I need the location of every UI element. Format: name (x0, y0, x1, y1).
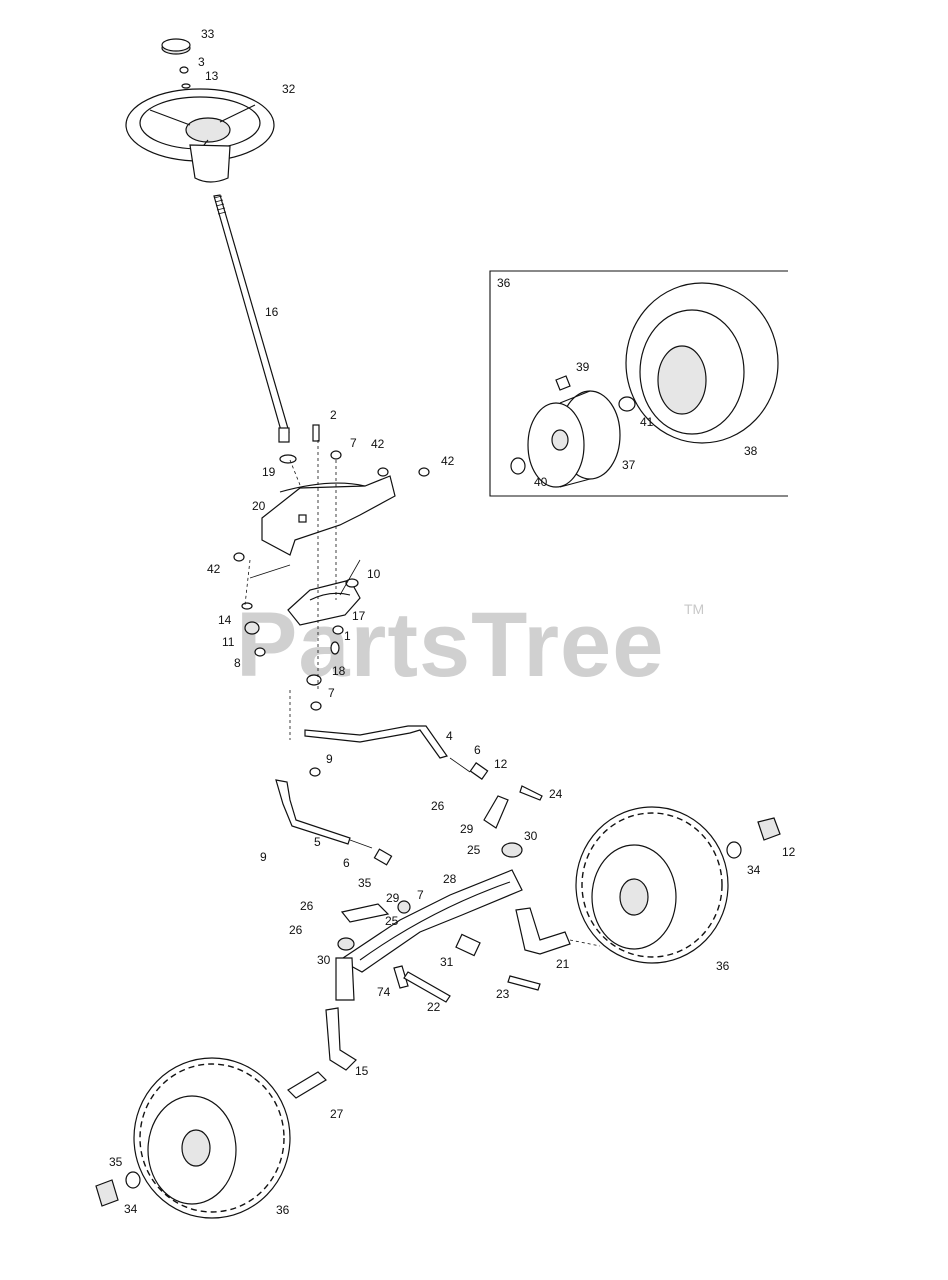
callout-34a: 12 (782, 845, 796, 859)
callout-38: 38 (744, 444, 758, 458)
callout-7c: 7 (417, 888, 424, 902)
inset-tire (625, 282, 779, 444)
inset-box (489, 270, 788, 497)
steering-support-plate (261, 475, 396, 556)
callout-26b: 26 (300, 899, 314, 913)
callout-23: 23 (496, 987, 510, 1001)
bolts (393, 785, 543, 1003)
callout-5: 5 (314, 835, 321, 849)
callout-8: 8 (234, 656, 241, 670)
callout-7b: 7 (328, 686, 335, 700)
callout-9b: 9 (260, 850, 267, 864)
steering-nut (179, 66, 191, 89)
callout-40: 40 (534, 475, 548, 489)
inset-rim (527, 390, 621, 488)
callout-29b: 29 (386, 891, 400, 905)
callout-26a: 26 (431, 799, 445, 813)
callout-11: 11 (222, 635, 235, 649)
callout-16: 16 (265, 305, 279, 319)
shaft-bushing (279, 454, 297, 464)
steering-arms (340, 795, 509, 923)
callout-24: 24 (549, 787, 563, 801)
callout-25a: 25 (467, 843, 481, 857)
callout-2: 2 (330, 408, 337, 422)
callout-28: 28 (443, 872, 457, 886)
front-right-wheel (575, 806, 781, 964)
valve-stem (555, 375, 571, 391)
callout-41: 41 (640, 415, 654, 429)
callout-6a: 6 (474, 743, 481, 757)
callout-6b: 6 (343, 856, 350, 870)
drag-link-upper (304, 725, 489, 780)
callout-42b: 42 (441, 454, 455, 468)
hardware-small (233, 424, 430, 777)
steering-cap (161, 38, 191, 55)
drag-link-lower (275, 779, 393, 866)
callout-74: 74 (377, 985, 391, 999)
callout-36b: 36 (276, 1203, 290, 1217)
callout-1: 1 (344, 629, 351, 643)
callout-31: 31 (440, 955, 454, 969)
callout-35a: 34 (747, 863, 761, 877)
callout-26c: 26 (289, 923, 303, 937)
inset-bearing (510, 396, 636, 475)
callout-27: 27 (330, 1107, 344, 1121)
steering-wheel (125, 88, 275, 183)
leader-lines (244, 440, 361, 740)
callout-14: 14 (218, 613, 232, 627)
callout-4: 4 (446, 729, 453, 743)
callout-30b: 30 (317, 953, 331, 967)
callout-20: 20 (252, 499, 266, 513)
callout-13: 13 (205, 69, 219, 83)
inset-label: 36 (497, 276, 511, 290)
callout-22: 22 (427, 1000, 441, 1014)
spindle-left (287, 1007, 357, 1099)
callout-36a: 36 (716, 959, 730, 973)
callout-19: 19 (262, 465, 276, 479)
callout-3: 3 (198, 55, 205, 69)
callout-15: 15 (355, 1064, 369, 1078)
callout-labels: 33 3 13 32 16 2 7 42 42 19 20 42 10 14 1… (109, 27, 796, 1217)
callout-33: 33 (201, 27, 215, 41)
callout-35b: 35 (109, 1155, 123, 1169)
callout-25b: 25 (385, 914, 399, 928)
callout-39: 39 (576, 360, 590, 374)
steering-shaft (213, 194, 290, 443)
callout-30a: 30 (524, 829, 538, 843)
callout-42c: 42 (207, 562, 221, 576)
callout-9a: 9 (326, 752, 333, 766)
watermark-tm: TM (684, 601, 704, 617)
callout-18: 18 (332, 664, 346, 678)
callout-7a: 7 (350, 436, 357, 450)
callout-37: 37 (622, 458, 636, 472)
spindle-right (515, 907, 601, 955)
callout-32: 32 (282, 82, 296, 96)
callout-12a: 12 (494, 757, 508, 771)
callout-10: 10 (367, 567, 381, 581)
front-axle (335, 842, 523, 1001)
callout-34b: 34 (124, 1202, 138, 1216)
callout-12b: 35 (358, 876, 372, 890)
callout-17: 17 (352, 609, 366, 623)
callout-42a: 42 (371, 437, 385, 451)
callout-29a: 29 (460, 822, 474, 836)
callout-21: 21 (556, 957, 570, 971)
front-left-wheel (95, 1057, 291, 1219)
